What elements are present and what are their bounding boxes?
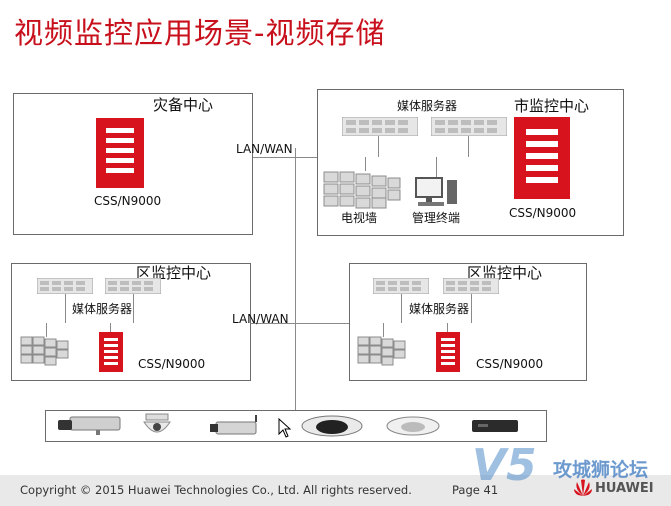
tv-wall-icon (357, 336, 406, 366)
tv-wall-icon (20, 336, 69, 366)
terminal-label: 管理终端 (412, 211, 461, 225)
lan-wan-bottom-label: LAN/WAN (232, 312, 289, 326)
fisheye-camera-icon (301, 415, 363, 437)
city-center-box (317, 89, 624, 236)
district-right-link (447, 323, 448, 332)
css-n9000-label: CSS/N9000 (509, 206, 577, 220)
storage-server-icon (96, 118, 144, 188)
media-server-icon (342, 117, 418, 136)
media-server-icon (105, 278, 161, 294)
huawei-logo-icon (574, 479, 592, 496)
district-right-link (401, 294, 402, 323)
watermark-logo: V5 (472, 440, 537, 491)
district-left-link (110, 323, 111, 332)
city-link-line (468, 136, 469, 157)
storage-server-icon (514, 117, 570, 199)
city-link-line (378, 136, 379, 157)
copyright-text: Copyright © 2015 Huawei Technologies Co.… (20, 483, 412, 497)
page-title: 视频监控应用场景-视频存储 (14, 16, 386, 50)
huawei-brand: HUAWEI (595, 481, 654, 496)
footer-bar: Copyright © 2015 Huawei Technologies Co.… (0, 475, 671, 506)
district-right-link (383, 323, 384, 337)
pc-terminal-icon (415, 177, 457, 206)
storage-server-icon (436, 332, 460, 372)
box-camera-icon (58, 416, 121, 435)
mouse-cursor-icon (278, 418, 292, 438)
media-server-label: 媒体服务器 (409, 302, 470, 316)
vertical-backbone-line (295, 148, 296, 410)
ceiling-dome-icon (386, 416, 440, 436)
district-left-link (46, 323, 47, 337)
media-server-icon (373, 278, 429, 294)
lan-wan-top-label: LAN/WAN (236, 142, 293, 156)
tv-wall-icon (323, 171, 401, 209)
media-server-label: 媒体服务器 (397, 99, 458, 113)
css-n9000-label: CSS/N9000 (94, 194, 162, 208)
city-center-label: 市监控中心 (514, 97, 590, 115)
media-server-icon (37, 278, 93, 294)
storage-server-icon (99, 332, 123, 372)
media-server-label: 媒体服务器 (72, 302, 133, 316)
encoder-icon (472, 420, 518, 432)
wifi-camera-icon (210, 415, 257, 435)
css-n9000-label: CSS/N9000 (138, 357, 206, 371)
city-link-line (365, 157, 366, 171)
district-right-link (471, 294, 472, 323)
dome-camera-icon (143, 413, 171, 433)
bottom-lan-line (32, 323, 560, 324)
district-left-link (65, 294, 66, 323)
disaster-center-label: 灾备中心 (153, 96, 214, 114)
media-server-icon (443, 278, 499, 294)
district-left-link (133, 294, 134, 323)
camera-strip-box (45, 410, 547, 442)
watermark-text: 攻城狮论坛 (553, 459, 649, 481)
page-number: Page 41 (452, 483, 499, 497)
city-link-line (436, 157, 437, 177)
css-n9000-label: CSS/N9000 (476, 357, 544, 371)
tv-wall-label: 电视墙 (341, 211, 378, 225)
media-server-icon (431, 117, 507, 136)
